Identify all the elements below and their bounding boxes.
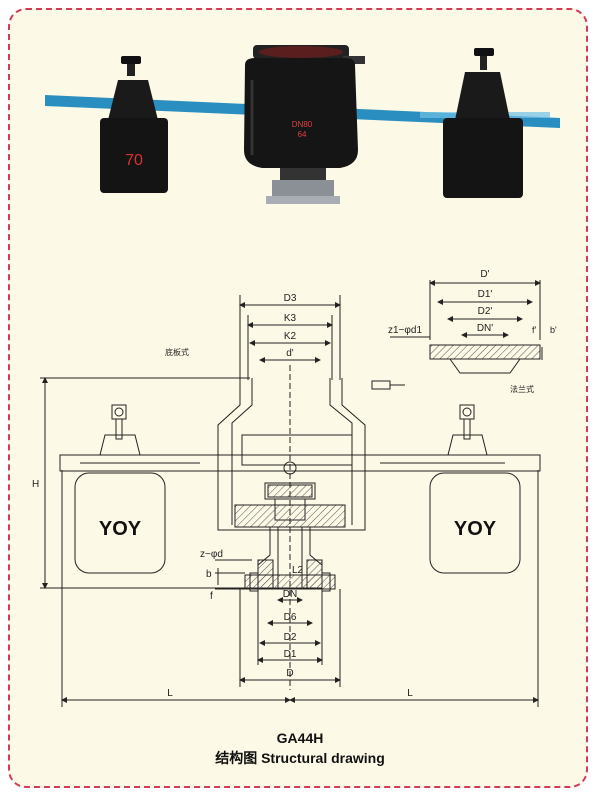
dim-f: f — [210, 591, 213, 602]
valve-body: DN80 64 — [244, 45, 365, 204]
detail-f-prime: f' — [532, 325, 537, 335]
drawing-title: 结构图 Structural drawing — [215, 750, 385, 766]
dim-L2: L2 — [292, 565, 304, 576]
detail-b-prime: b' — [550, 325, 557, 335]
dim-D3: D3 — [284, 293, 297, 304]
weight-right-label: YOY — [454, 518, 497, 540]
weight-left-label: YOY — [99, 518, 142, 540]
structural-drawing: D3 K3 K2 d' H z−φd b f L2 DN D6 D2 D1 D … — [32, 269, 557, 707]
dim-K2: K2 — [284, 331, 297, 342]
note-right: 法兰式 — [510, 384, 534, 394]
detail-DN-prime: DN' — [477, 323, 493, 334]
dim-D6: D6 — [284, 612, 297, 623]
detail-z1d1: z1−φd1 — [388, 325, 422, 336]
dim-L-left: L — [167, 688, 173, 699]
detail-D1-prime: D1' — [478, 289, 493, 300]
dim-D2: D2 — [284, 632, 297, 643]
dim-zd: z−φd — [200, 549, 223, 560]
counterweight-label: 70 — [125, 152, 143, 169]
dim-b: b — [206, 569, 212, 580]
counterweight-right — [443, 48, 523, 198]
body-label-1: DN80 — [292, 120, 313, 129]
detail-D-prime: D' — [480, 269, 489, 280]
product-photo: 70 DN80 64 — [45, 45, 560, 204]
detail-D2-prime: D2' — [478, 306, 493, 317]
dim-d-prime: d' — [286, 348, 294, 359]
dim-H: H — [32, 479, 39, 490]
note-left: 底板式 — [165, 347, 189, 357]
dim-D1: D1 — [284, 649, 297, 660]
dim-K3: K3 — [284, 313, 297, 324]
body-label-2: 64 — [298, 130, 307, 139]
dim-L-right: L — [407, 688, 413, 699]
model-caption: GA44H — [276, 730, 324, 746]
counterweight-left: 70 — [100, 56, 168, 193]
dim-D: D — [286, 668, 293, 679]
dim-DN: DN — [283, 589, 297, 600]
